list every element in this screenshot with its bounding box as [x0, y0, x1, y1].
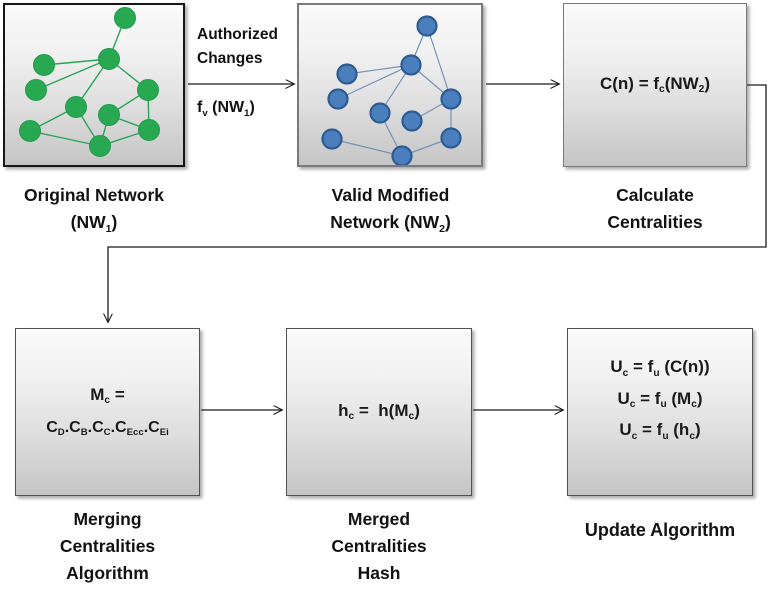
network-node [114, 7, 136, 29]
network-node [33, 54, 55, 76]
caption-line: Calculate [616, 185, 694, 205]
network-edge [29, 130, 101, 147]
label-line: Authorized [197, 26, 278, 43]
update-formulas: Uc = fu (C(n)) Uc = fu (Mc) Uc = fu (hc) [568, 329, 752, 495]
arrow-calculate-to-merging [108, 84, 767, 322]
label-line: Changes [197, 50, 263, 67]
network-node [401, 110, 423, 132]
original-network-graph [19, 7, 160, 157]
formula-line: C(n) = fc(NW2) [599, 73, 711, 96]
network-node [321, 128, 343, 150]
caption-line: (NW1) [70, 212, 118, 235]
merging-formula: Mc = CD.CB.CC.CEcc.CEi [16, 329, 199, 495]
modified-network-graph [321, 15, 462, 165]
caption-line: Centralities [331, 536, 427, 556]
network-node [138, 119, 160, 141]
caption-valid-modified-network: Valid Modified Network (NW2) [288, 182, 493, 239]
network-node [391, 145, 413, 165]
caption-line: Valid Modified [331, 185, 450, 205]
caption-line: Network (NW2) [330, 212, 451, 235]
network-node [336, 63, 358, 85]
network-node [416, 15, 438, 37]
caption-line: Centralities [59, 536, 156, 556]
update-algorithm-box: Uc = fu (C(n)) Uc = fu (Mc) Uc = fu (hc) [567, 328, 753, 496]
network-node [369, 102, 391, 124]
hash-formula: hc = h(Mc) [287, 329, 471, 495]
valid-function-label: fv (NW1) [197, 99, 255, 119]
network-node [137, 79, 159, 101]
caption-original-network: Original Network (NW1) [3, 182, 185, 239]
formula-line: Mc = [90, 384, 125, 407]
network-node [65, 96, 87, 118]
formula-line: Uc = fu (C(n)) [610, 357, 710, 379]
network-node [327, 88, 349, 110]
network-node [400, 54, 422, 76]
network-edge [331, 138, 403, 157]
caption-line: Merging [73, 509, 142, 529]
network-node [19, 120, 41, 142]
caption-merging-centralities-algorithm: Merging Centralities Algorithm [15, 506, 200, 587]
network-edge [426, 25, 452, 100]
merged-centralities-hash-box: hc = h(Mc) [286, 328, 472, 496]
caption-line: Update Algorithm [584, 520, 736, 540]
caption-calculate-centralities: Calculate Centralities [563, 182, 747, 236]
caption-merged-centralities-hash: Merged Centralities Hash [286, 506, 472, 587]
calculate-formula: C(n) = fc(NW2) [564, 4, 746, 166]
network-node [440, 127, 462, 149]
network-edge [346, 64, 412, 75]
caption-update-algorithm: Update Algorithm [557, 517, 763, 544]
formula-line: Uc = fu (Mc) [617, 388, 703, 411]
network-node [98, 48, 120, 70]
network-node [98, 104, 120, 126]
caption-line: Centralities [607, 212, 703, 232]
formula-line: hc = h(Mc) [338, 400, 420, 423]
network-node [440, 88, 462, 110]
valid-modified-network-box [297, 3, 483, 167]
authorized-changes-label: Authorized Changes [197, 23, 278, 71]
caption-line: Merged [347, 509, 411, 529]
formula-line: CD.CB.CC.CEcc.CEi [46, 418, 169, 439]
network-node [25, 79, 47, 101]
original-network-box [3, 3, 185, 167]
formula-line: Uc = fu (hc) [619, 420, 701, 442]
network-edge [337, 64, 412, 100]
caption-line: Original Network [23, 185, 165, 205]
caption-line: Algorithm [66, 563, 149, 583]
network-node [89, 135, 111, 157]
merging-centralities-box: Mc = CD.CB.CC.CEcc.CEi [15, 328, 200, 496]
caption-line: Hash [357, 563, 401, 583]
network-edge [35, 58, 110, 91]
calculate-centralities-box: C(n) = fc(NW2) [563, 3, 747, 167]
